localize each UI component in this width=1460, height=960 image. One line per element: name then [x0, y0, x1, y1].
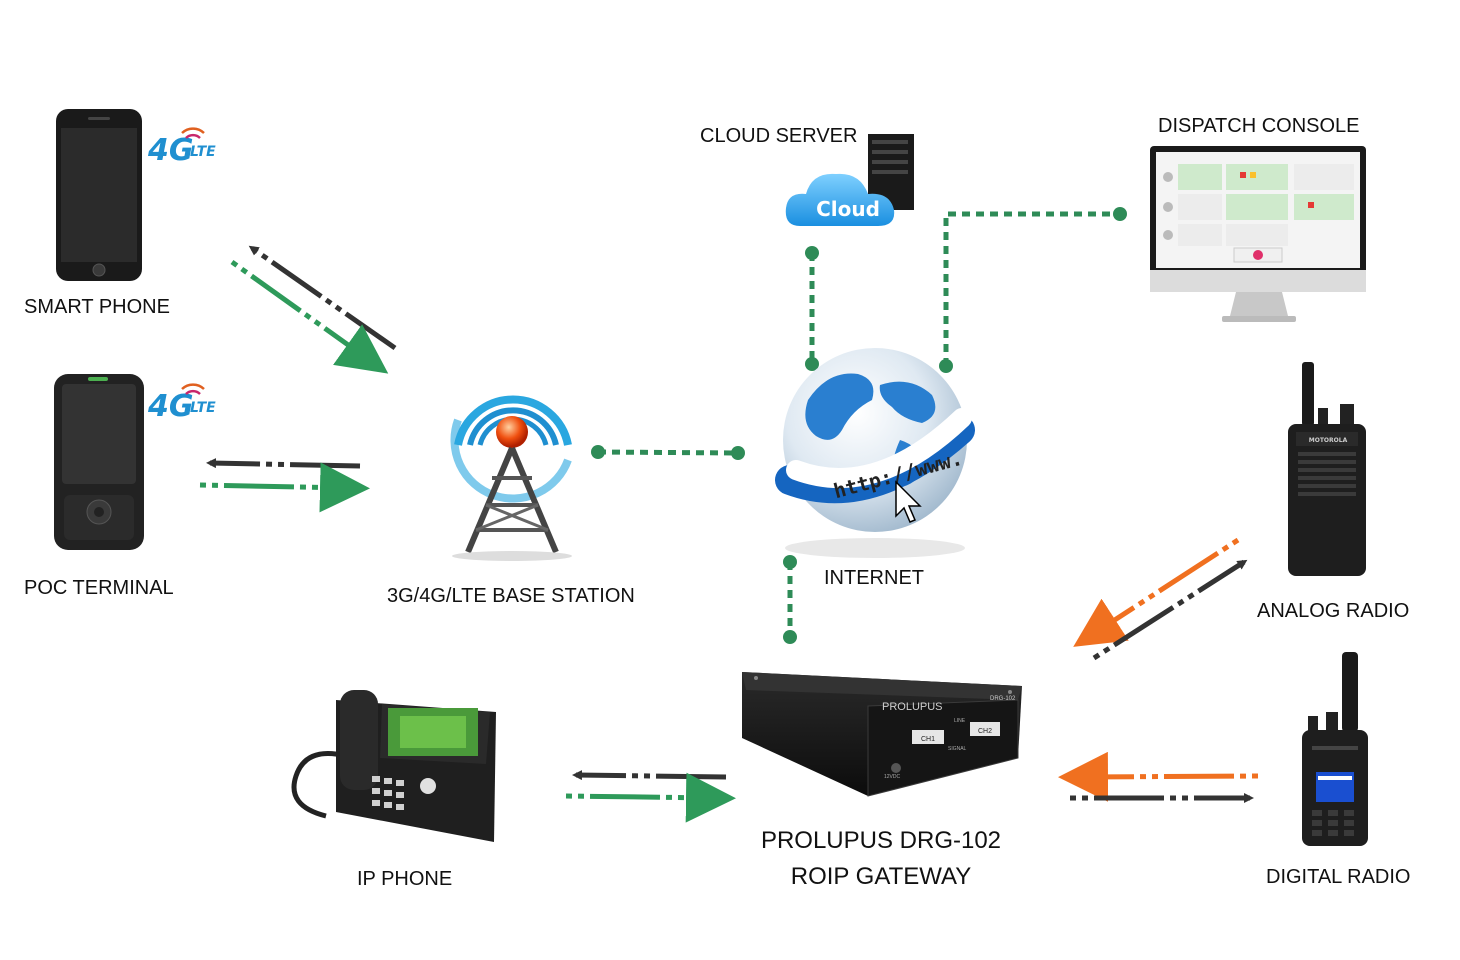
label-gateway-model: PROLUPUS DRG-102 [761, 827, 1001, 854]
smartphone-icon [56, 109, 142, 281]
svg-text:PROLUPUS: PROLUPUS [882, 701, 943, 713]
label-poc-terminal: POC TERMINAL [24, 577, 174, 599]
cloud-server-icon: Cloud [785, 134, 914, 226]
link-internet-to-dispatch [939, 207, 1127, 373]
svg-text:LTE: LTE [190, 400, 216, 416]
ip-phone-icon [291, 690, 496, 842]
label-analog-radio: ANALOG RADIO [1257, 600, 1409, 622]
svg-text:12VDC: 12VDC [884, 774, 901, 780]
label-smart-phone: SMART PHONE [24, 296, 170, 318]
arrow-gateway-to-digital [1058, 751, 1259, 803]
link-internet-to-gateway [783, 555, 797, 644]
link-base-to-internet [591, 445, 745, 460]
label-digital-radio: DIGITAL RADIO [1266, 866, 1410, 888]
label-ip-phone: IP PHONE [357, 868, 452, 890]
svg-text:CH2: CH2 [978, 728, 992, 735]
base-station-icon [450, 395, 572, 561]
lte-badge-icon: 4G LTE [147, 383, 216, 424]
svg-text:Cloud: Cloud [816, 197, 880, 221]
svg-text:LINE: LINE [954, 718, 966, 724]
label-cloud-server: CLOUD SERVER [700, 125, 857, 147]
poc-terminal-icon [54, 374, 144, 550]
label-dispatch-console: DISPATCH CONSOLE [1158, 115, 1360, 137]
label-internet: INTERNET [824, 567, 924, 589]
monitor-icon [1150, 146, 1366, 322]
gateway-box-icon: PROLUPUS DRG-102 CH1 CH2 LINE SIGNAL 12V… [742, 672, 1022, 797]
digital-radio-icon [1302, 652, 1368, 846]
svg-text:LTE: LTE [190, 144, 216, 160]
link-cloud-to-internet [805, 246, 819, 371]
label-gateway-type: ROIP GATEWAY [791, 863, 971, 890]
arrow-poc-to-base [199, 458, 370, 513]
svg-text:4G: 4G [147, 389, 194, 424]
globe-icon: http://www. [775, 348, 975, 558]
svg-text:4G: 4G [147, 133, 194, 168]
lte-badge-icon: 4G LTE [147, 127, 216, 168]
svg-text:MOTOROLA: MOTOROLA [1309, 437, 1348, 444]
arrow-ipphone-to-gateway [565, 770, 736, 823]
svg-text:DRG-102: DRG-102 [990, 696, 1016, 702]
svg-text:CH1: CH1 [921, 736, 935, 743]
arrow-smartphone-to-base [230, 245, 397, 374]
arrow-gateway-to-analog [1073, 537, 1248, 661]
label-base-station: 3G/4G/LTE BASE STATION [387, 585, 635, 607]
analog-radio-icon: MOTOROLA [1288, 362, 1366, 576]
svg-text:SIGNAL: SIGNAL [948, 746, 967, 752]
